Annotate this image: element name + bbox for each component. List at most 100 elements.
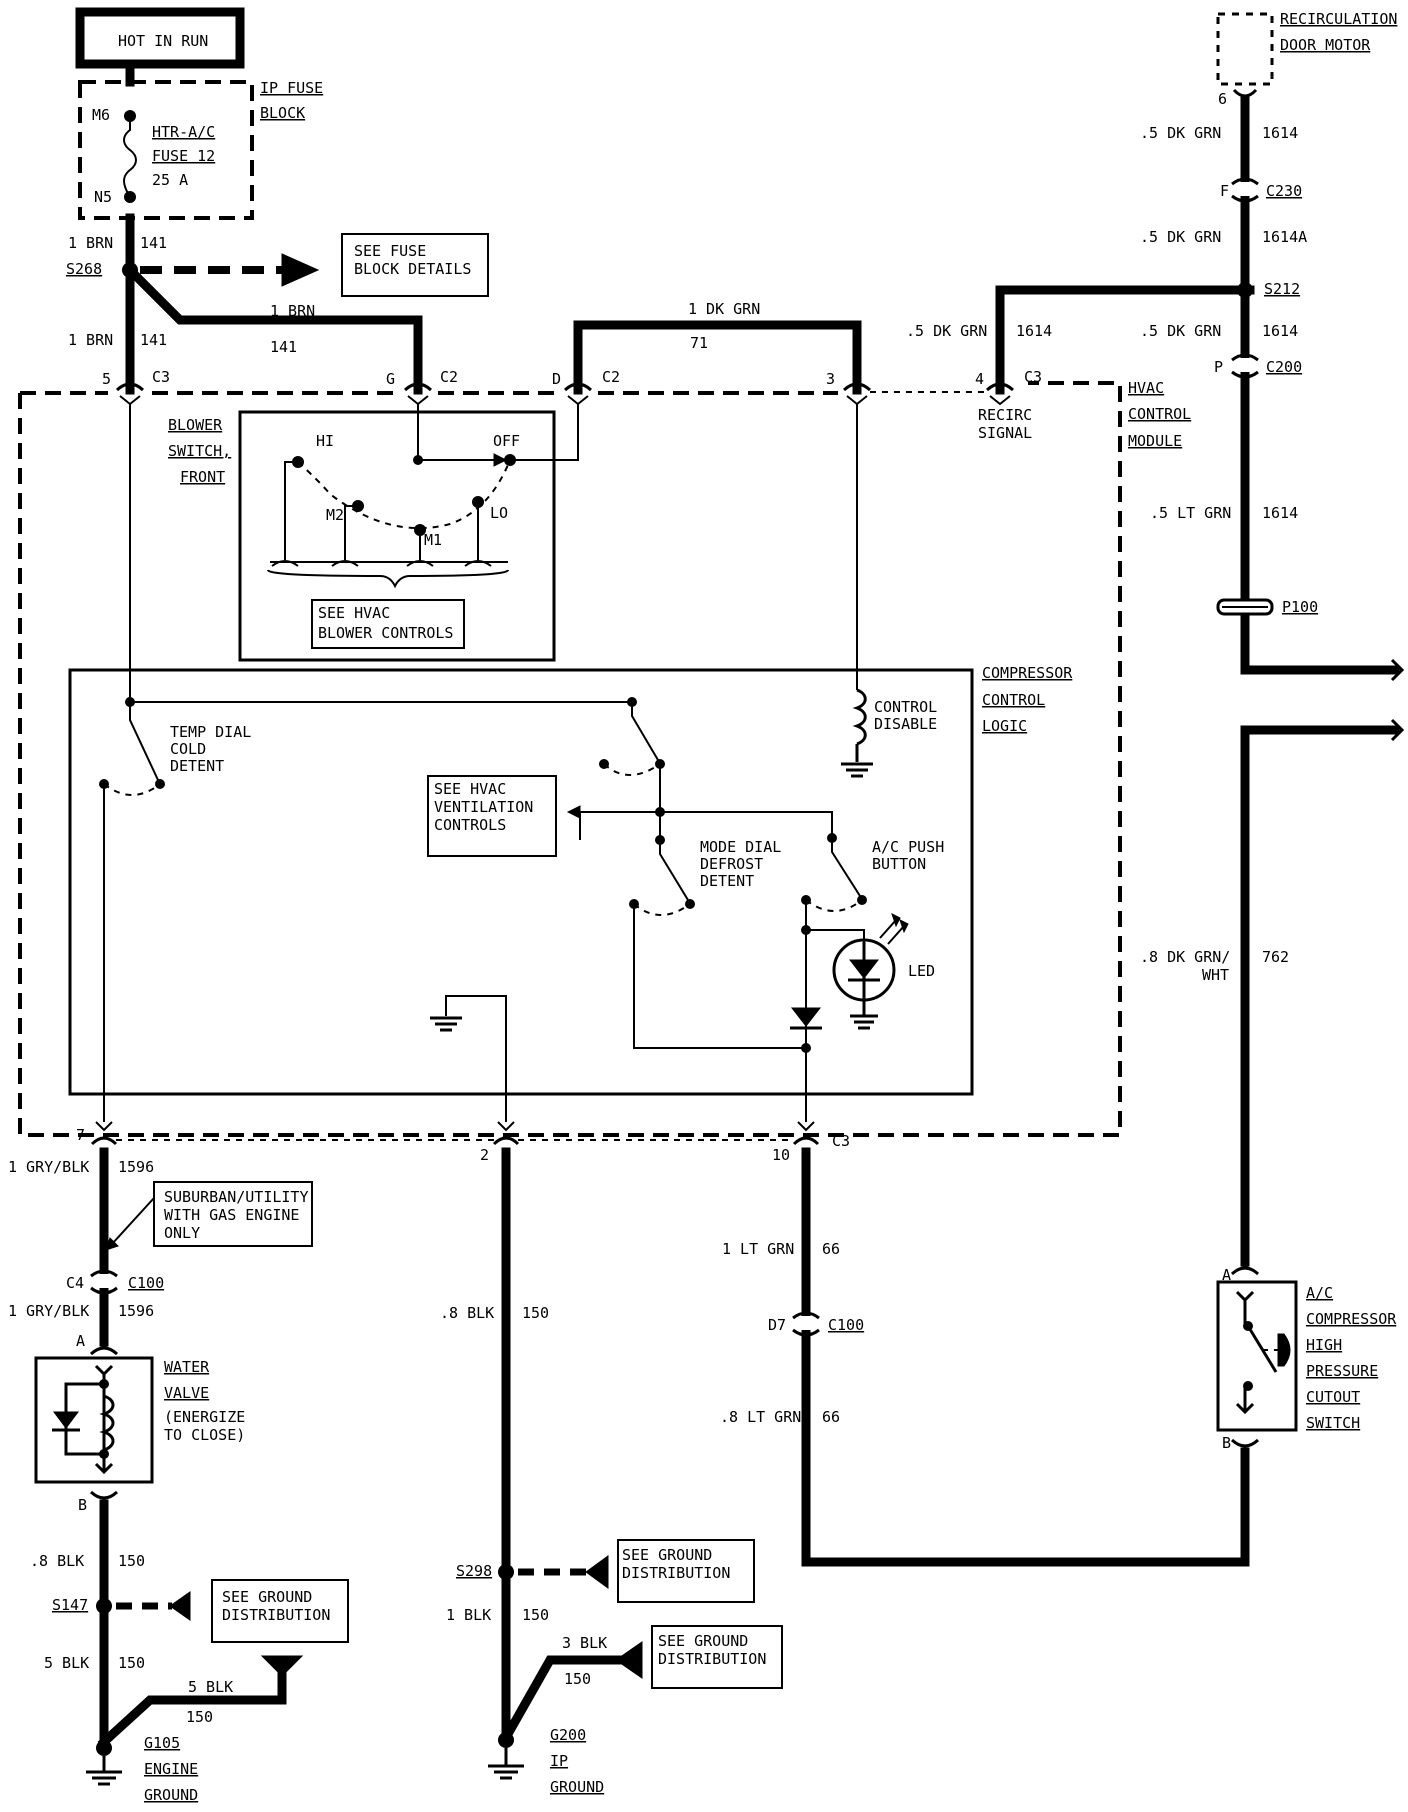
control-disable-2: DISABLE <box>874 715 937 733</box>
c200-pin: P <box>1214 358 1223 376</box>
ref-arrowhead-center <box>615 1641 643 1679</box>
temp-label-3: DETENT <box>170 757 224 775</box>
water-diode-triangle <box>53 1411 79 1429</box>
internal-ground <box>430 1016 462 1032</box>
see-blower-box <box>311 599 465 649</box>
c3-3-pin: 3 <box>826 370 835 388</box>
c3-5-name: C3 <box>152 368 170 386</box>
wire-1596b-gauge: 1 GRY/BLK <box>8 1302 89 1320</box>
c2-g-pin: G <box>386 370 395 388</box>
blower-legs <box>284 461 479 560</box>
wire-141-gauge-2: 1 BRN <box>270 302 315 320</box>
mode-label-1: MODE DIAL <box>700 838 781 856</box>
wire-150-left1-circuit: 150 <box>118 1552 145 1570</box>
press-label-6: SWITCH <box>1306 1414 1360 1432</box>
wire-150-left1-gauge: .8 BLK <box>30 1552 84 1570</box>
wire-1614-left-circuit: 1614 <box>1016 322 1052 340</box>
recirc-connector <box>1232 88 1258 98</box>
wire-150-to-ref <box>97 1657 287 1749</box>
splice-s147 <box>96 1598 112 1614</box>
hot-in-run-label: HOT IN RUN <box>118 32 208 50</box>
fuse-block-label-2: BLOCK <box>260 104 305 122</box>
wire-1614-left-gauge: .5 DK GRN <box>906 322 987 340</box>
see-ground-box-1 <box>211 1579 349 1643</box>
p100-name: P100 <box>1282 598 1318 616</box>
blower-arc <box>297 459 511 530</box>
splice-s147-label: S147 <box>52 1596 88 1614</box>
c100-c4-name: C100 <box>128 1274 164 1292</box>
blower-m1: M1 <box>424 531 442 549</box>
led-ground <box>850 1014 878 1030</box>
see-vent-1: SEE HVAC <box>434 780 506 798</box>
recirc-motor-2: DOOR MOTOR <box>1280 36 1371 54</box>
ref-arrowhead-left <box>260 1655 304 1677</box>
wire-150-left3-gauge: 5 BLK <box>188 1678 233 1696</box>
suburban-1: SUBURBAN/UTILITY <box>164 1188 309 1206</box>
control-disable-ground <box>841 744 873 778</box>
blower-leg-ends <box>270 560 508 567</box>
press-pin-a: A <box>1222 1266 1231 1284</box>
g200-ground <box>488 1748 524 1780</box>
c200-name: C200 <box>1266 358 1302 376</box>
g105-node <box>96 1740 112 1756</box>
connector-c3-7 <box>90 1121 118 1146</box>
wire-1614-arrow <box>1390 658 1405 682</box>
press-node-bottom <box>1243 1381 1253 1391</box>
water-valve-3: (ENERGIZE <box>164 1408 245 1426</box>
wire-71 <box>573 320 862 395</box>
recirc-motor-1: RECIRCULATION <box>1280 10 1397 28</box>
mode-arc <box>633 903 691 916</box>
temp-label-1: TEMP DIAL <box>170 723 251 741</box>
control-disable-1: CONTROL <box>874 698 937 716</box>
blower-lo: LO <box>490 504 508 522</box>
comp-logic-2: CONTROL <box>982 691 1045 709</box>
wire-1614-recirc <box>995 285 1255 395</box>
control-disable-coil <box>852 688 867 746</box>
fuse-element <box>123 116 137 198</box>
splice-s212-label: S212 <box>1264 280 1300 298</box>
fuse-term-m6: M6 <box>92 106 110 124</box>
water-pin-a: A <box>76 1332 85 1350</box>
wire-141-circuit-3: 141 <box>140 331 167 349</box>
connector-c3-2 <box>492 1121 520 1146</box>
wire-762-gauge-2: WHT <box>1202 966 1229 984</box>
wire-1596a-circuit: 1596 <box>118 1158 154 1176</box>
fuse-block-label-1: IP FUSE <box>260 79 323 97</box>
fuse-label-3: 25 A <box>152 171 188 189</box>
c3-5-pin: 5 <box>102 370 111 388</box>
c100-c4-pin: C4 <box>66 1274 84 1292</box>
wire-1614-mid-gauge: .5 DK GRN <box>1140 322 1221 340</box>
wire-150-blk3-gauge: 3 BLK <box>562 1634 607 1652</box>
wire-141-gauge: 1 BRN <box>68 234 113 252</box>
temp-switch-arm <box>129 702 159 781</box>
see-ground-3a: SEE GROUND <box>658 1632 748 1650</box>
s298-arrowhead <box>585 1555 609 1589</box>
g105-1: G105 <box>144 1734 180 1752</box>
see-blower-1: SEE HVAC <box>318 604 390 622</box>
wire-1614-top-gauge: .5 DK GRN <box>1140 124 1221 142</box>
c2-d-name: C2 <box>602 368 620 386</box>
fuse-details-arrowhead <box>281 253 320 287</box>
ac-switch-arm <box>831 838 861 897</box>
water-valve-1: WATER <box>164 1358 210 1376</box>
see-fuse-line-1: SEE FUSE <box>354 242 426 260</box>
wire-150-center-circuit: 150 <box>522 1304 549 1322</box>
press-label-5: CUTOUT <box>1306 1388 1360 1406</box>
wire-66 <box>801 1147 1250 1567</box>
wire-66b-gauge: .8 LT GRN <box>720 1408 801 1426</box>
wire-71-circuit: 71 <box>690 334 708 352</box>
hvac-module-3: MODULE <box>1128 432 1182 450</box>
fuse-label-1: HTR-A/C <box>152 123 215 141</box>
see-fuse-box <box>341 233 489 297</box>
suburban-box <box>153 1181 313 1247</box>
suburban-3: ONLY <box>164 1224 200 1242</box>
wire-1596a-gauge: 1 GRY/BLK <box>8 1158 89 1176</box>
wire-150-center2-gauge: 1 BLK <box>446 1606 491 1624</box>
hvac-module-2: CONTROL <box>1128 405 1191 423</box>
c2-d-pin: D <box>552 370 561 388</box>
press-switch-leads <box>1235 1290 1255 1415</box>
blower-m2: M2 <box>326 506 344 524</box>
diode-triangle <box>790 1007 822 1027</box>
wire-150-left3-circuit: 150 <box>186 1708 213 1726</box>
